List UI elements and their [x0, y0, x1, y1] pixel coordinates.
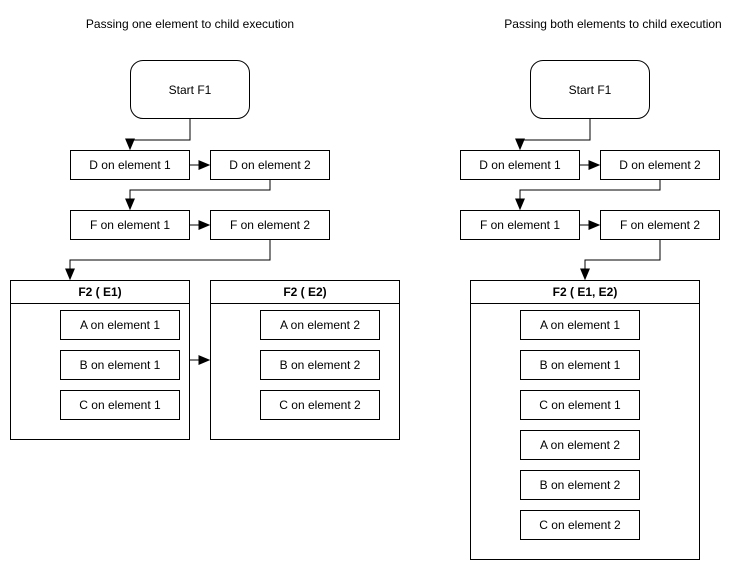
edge-right-f2-to-container-e1e2 [585, 240, 661, 279]
edge-right-d2-to-f1 [520, 180, 661, 209]
container-f2-e1: F2 ( E1) A on element 1 B on element 1 C… [10, 280, 190, 440]
container-f2-e1-e2: F2 ( E1, E2) A on element 1 B on element… [470, 280, 700, 560]
left-d-on-element-2-node: D on element 2 [210, 150, 330, 180]
container-f2-e2-title: F2 ( E2) [211, 281, 399, 304]
edge-left-start-to-d1 [130, 119, 191, 149]
activity-box: B on element 2 [520, 470, 640, 500]
activity-box: A on element 1 [60, 310, 180, 340]
right-start-f1-node: Start F1 [530, 60, 650, 119]
right-d-on-element-2-node: D on element 2 [600, 150, 720, 180]
activity-box: C on element 1 [60, 390, 180, 420]
activity-box: A on element 2 [520, 430, 640, 460]
edge-left-f2-to-container-e1 [70, 240, 271, 279]
right-f-on-element-2-node: F on element 2 [600, 210, 720, 240]
left-f-on-element-2-node: F on element 2 [210, 210, 330, 240]
activity-box: B on element 2 [260, 350, 380, 380]
activity-box: C on element 2 [520, 510, 640, 540]
left-d-on-element-1-node: D on element 1 [70, 150, 190, 180]
activity-box: B on element 1 [60, 350, 180, 380]
left-diagram-title: Passing one element to child execution [85, 17, 295, 31]
container-f2-e1-e2-title: F2 ( E1, E2) [471, 281, 699, 304]
activity-box: B on element 1 [520, 350, 640, 380]
edge-right-start-to-d1 [520, 119, 591, 149]
right-f-on-element-1-node: F on element 1 [460, 210, 580, 240]
left-f-on-element-1-node: F on element 1 [70, 210, 190, 240]
activity-box: C on element 2 [260, 390, 380, 420]
activity-box: A on element 2 [260, 310, 380, 340]
right-d-on-element-1-node: D on element 1 [460, 150, 580, 180]
left-start-f1-node: Start F1 [130, 60, 250, 119]
edge-left-d2-to-f1 [130, 180, 271, 209]
activity-box: A on element 1 [520, 310, 640, 340]
container-f2-e2: F2 ( E2) A on element 2 B on element 2 C… [210, 280, 400, 440]
activity-box: C on element 1 [520, 390, 640, 420]
right-diagram-title: Passing both elements to child execution [504, 17, 722, 31]
container-f2-e1-title: F2 ( E1) [11, 281, 189, 304]
